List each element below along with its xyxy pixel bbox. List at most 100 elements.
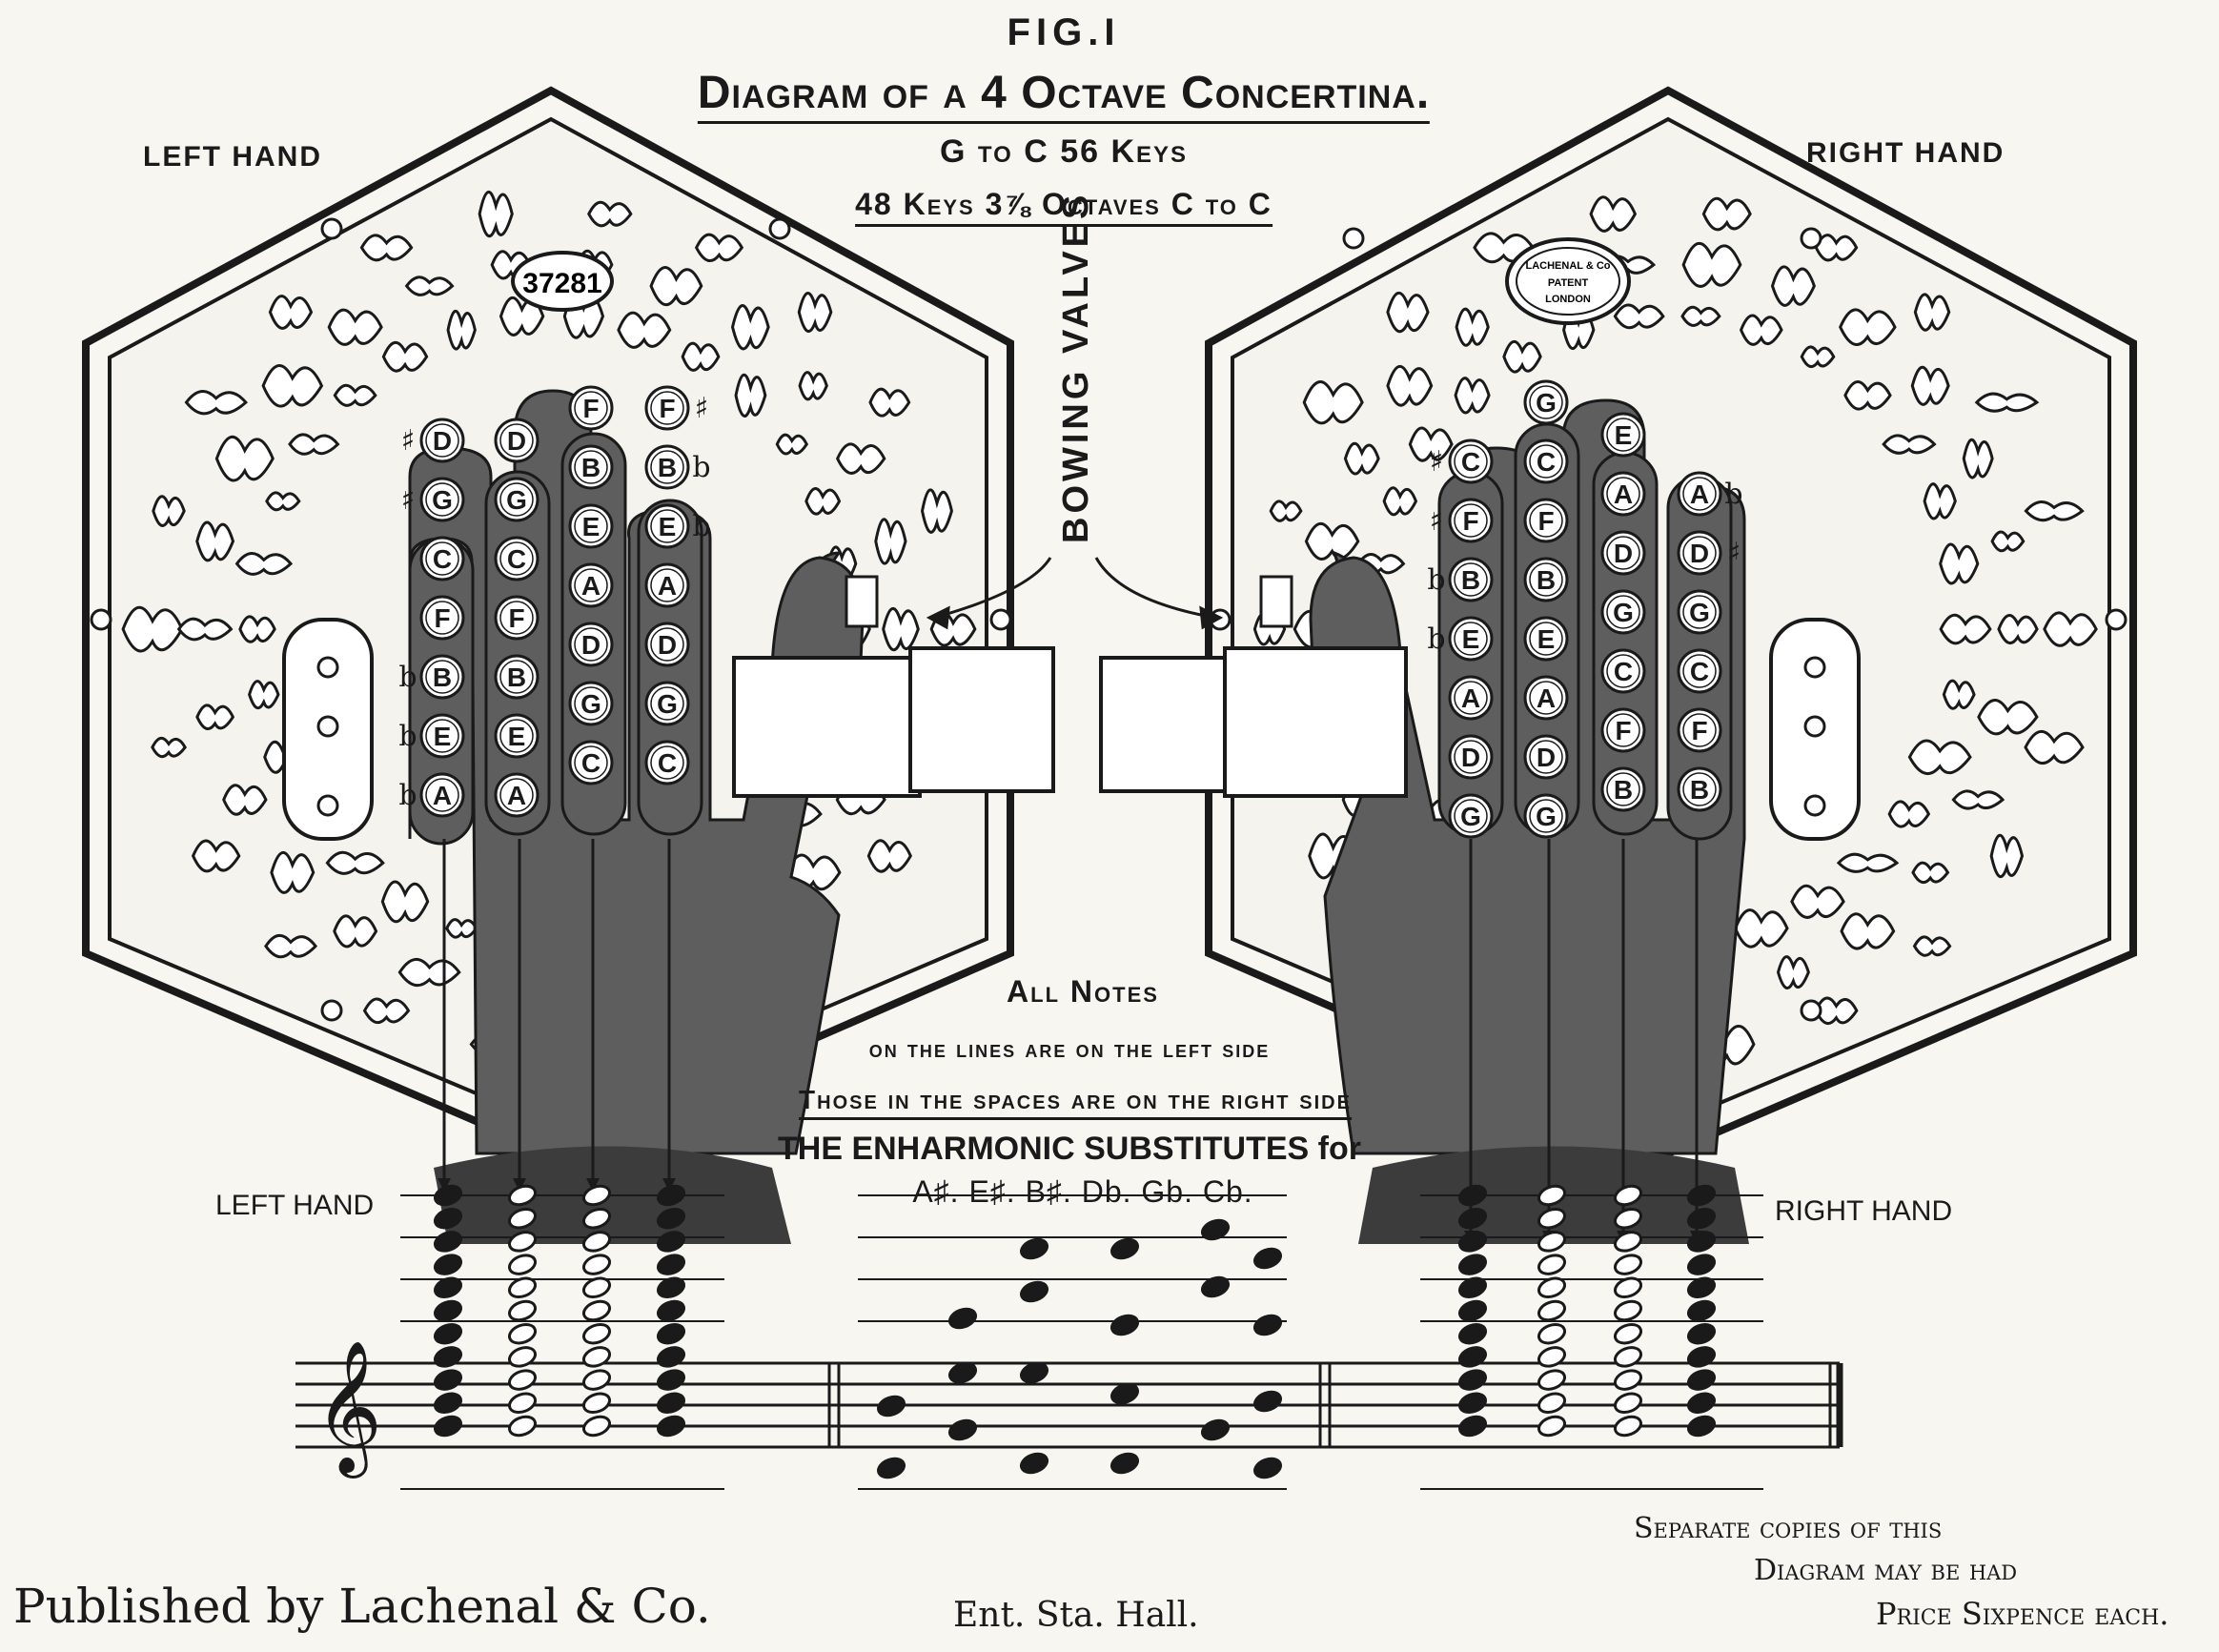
left-key-2-1: B	[568, 444, 614, 490]
key-letter: G	[580, 689, 601, 719]
fret-cutout	[191, 839, 241, 873]
fret-cutout	[265, 491, 301, 512]
key-letter: G	[506, 485, 527, 515]
note-head	[1686, 1231, 1717, 1253]
copies-note-line-1: Separate copies of this	[1634, 1512, 1943, 1545]
fret-cutout	[1882, 434, 1937, 455]
left-key-0-0: D♯	[401, 418, 465, 463]
key-accidental: b	[692, 451, 710, 484]
key-letter: A	[1537, 683, 1556, 713]
note-head	[433, 1231, 463, 1253]
note-head	[1686, 1346, 1717, 1368]
fret-cutout	[446, 310, 477, 351]
key-accidental: b	[1724, 478, 1742, 511]
left-key-3-0: F♯	[644, 385, 709, 431]
fret-cutout	[1790, 884, 1845, 919]
key-letter: E	[1537, 624, 1556, 654]
notes-caption-line-2: on the lines are on the left side	[868, 1034, 1271, 1063]
key-letter: A	[581, 571, 601, 601]
fret-cutout	[2024, 730, 2085, 765]
note-head	[433, 1415, 463, 1438]
key-letter: D	[1461, 743, 1480, 772]
fret-cutout	[222, 784, 268, 816]
right-key-2-0: E	[1600, 412, 1646, 458]
right-key-2-2: D	[1600, 530, 1646, 576]
left-key-0-4: Bb	[398, 654, 465, 700]
key-accidental: ♯	[401, 483, 416, 517]
left-key-1-4: B	[494, 654, 539, 700]
key-arrow	[586, 839, 600, 1192]
note-head	[581, 1322, 612, 1345]
key-letter: B	[433, 663, 452, 692]
right-key-1-3: B	[1523, 557, 1569, 602]
fret-cutout	[1840, 912, 1896, 950]
note-head	[581, 1415, 612, 1438]
note-head	[656, 1415, 686, 1438]
note-head	[433, 1299, 463, 1322]
note-head	[433, 1346, 463, 1368]
fret-cutout	[1269, 500, 1303, 522]
music-staff: 𝄞	[295, 1184, 1843, 1490]
note-head	[1613, 1207, 1643, 1230]
key-letter: B	[658, 453, 677, 482]
right-key-3-2: G	[1677, 589, 1722, 635]
fret-cutout	[866, 839, 912, 873]
key-accidental: ♯	[695, 392, 709, 425]
left-key-3-6: C	[644, 740, 690, 785]
fret-cutout	[151, 736, 187, 759]
fret-cutout	[499, 296, 545, 337]
key-letter: F	[659, 394, 675, 423]
fret-cutout	[1382, 486, 1418, 517]
left-key-3-4: D	[644, 622, 690, 667]
note-head	[656, 1231, 686, 1253]
fret-cutout	[327, 308, 383, 346]
key-letter: E	[582, 512, 601, 541]
fret-cutout	[1911, 861, 1950, 885]
note-head	[1019, 1237, 1049, 1260]
note-head	[1686, 1207, 1717, 1230]
key-letter: B	[1690, 775, 1709, 805]
fret-cutout	[617, 311, 672, 349]
key-letter: F	[508, 603, 524, 633]
fret-cutout	[1907, 739, 1972, 776]
note-head	[507, 1276, 538, 1299]
key-accidental: b	[1427, 622, 1445, 656]
note-head	[507, 1346, 538, 1368]
key-letter: C	[1690, 657, 1709, 686]
fret-cutout	[1997, 614, 2039, 645]
note-head	[656, 1276, 686, 1299]
key-letter: B	[581, 453, 601, 482]
key-letter: A	[507, 781, 526, 810]
subtitle-keys-48: 48 Keys 3⅞ Octaves C to C	[855, 187, 1272, 227]
note-head	[1537, 1254, 1567, 1275]
key-letter: B	[1537, 565, 1556, 595]
note-head	[1252, 1390, 1283, 1413]
note-head	[1686, 1184, 1717, 1207]
right-key-0-6: G	[1448, 793, 1494, 839]
note-head	[1686, 1369, 1717, 1391]
note-head	[507, 1254, 538, 1275]
note-head	[1537, 1231, 1567, 1253]
fret-cutout	[2024, 500, 2085, 522]
fret-cutout	[1951, 789, 2005, 810]
left-key-1-2: C	[494, 536, 539, 581]
fret-cutout	[1386, 292, 1430, 334]
key-letter: G	[432, 485, 453, 515]
key-accidental: b	[398, 661, 417, 694]
key-letter: G	[1613, 598, 1634, 627]
fret-cutout	[921, 488, 953, 534]
key-letter: G	[1536, 388, 1557, 418]
note-head	[581, 1299, 612, 1322]
fret-cutout	[1701, 196, 1752, 232]
key-letter: D	[433, 426, 452, 456]
fret-cutout	[1502, 340, 1542, 374]
enharmonic-title: THE ENHARMONIC SUBSTITUTES for	[778, 1131, 1361, 1167]
note-head	[1457, 1346, 1488, 1368]
key-letter: C	[433, 544, 452, 574]
right-key-2-5: F	[1600, 707, 1646, 753]
note-head	[1200, 1218, 1231, 1241]
right-key-3-1: D♯	[1677, 530, 1741, 576]
right-key-1-4: E	[1523, 616, 1569, 662]
notes-caption-line-1: All Notes	[1007, 974, 1159, 1009]
